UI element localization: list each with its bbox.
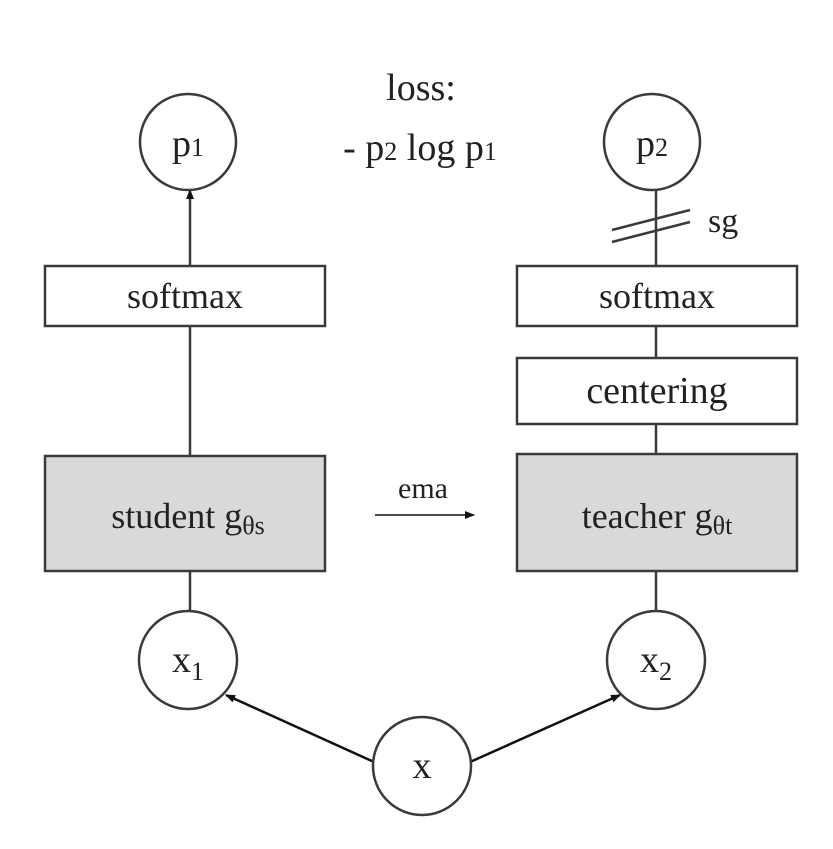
- student-softmax-box: [43, 264, 327, 328]
- teacher-input-base: x: [640, 639, 659, 681]
- student-input-sub: 1: [191, 657, 204, 686]
- teacher-input-label: x2: [640, 639, 672, 686]
- teacher-network-label: teacher gθt: [582, 496, 733, 540]
- loss-formula-mid: log p: [397, 127, 484, 169]
- source-input-label: x: [413, 745, 432, 787]
- teacher-output-sub: 2: [655, 133, 668, 162]
- source-to-teacher-arrow: [469, 693, 621, 764]
- loss-formula-sub1: 2: [384, 137, 397, 166]
- student-network-sub: θs: [242, 511, 265, 540]
- student-input-base: x: [172, 639, 191, 681]
- teacher-softmax-label: softmax: [599, 276, 715, 316]
- stop-gradient-mark-1: [611, 208, 691, 232]
- teacher-input-sub: 2: [659, 657, 672, 686]
- teacher-output-node: [602, 92, 702, 192]
- teacher-output-label: p2: [636, 123, 668, 165]
- source-input-node: [371, 715, 473, 817]
- student-output-label: p1: [172, 123, 204, 165]
- loss-formula-sub2: 1: [484, 137, 497, 166]
- teacher-network-sub: θt: [713, 511, 733, 540]
- teacher-input-node: [605, 609, 707, 711]
- student-input-label: x1: [172, 639, 204, 686]
- student-output-node: [138, 92, 238, 192]
- student-input-node: [137, 609, 239, 711]
- teacher-output-base: p: [636, 123, 655, 165]
- student-output-base: p: [172, 123, 191, 165]
- student-output-sub: 1: [191, 133, 204, 162]
- student-network-label: student gθs: [111, 496, 265, 540]
- student-network-box: [43, 454, 327, 573]
- loss-title: loss:: [386, 67, 456, 109]
- source-to-student-arrow: [225, 693, 375, 764]
- stop-gradient-mark-2: [611, 220, 691, 244]
- teacher-network-text: teacher g: [582, 496, 713, 536]
- stop-gradient-label: sg: [708, 203, 738, 240]
- teacher-network-box: [515, 452, 799, 573]
- teacher-centering-box: [515, 356, 799, 426]
- teacher-centering-label: centering: [586, 370, 727, 412]
- student-softmax-label: softmax: [127, 276, 243, 316]
- ema-label: ema: [398, 472, 448, 505]
- student-network-text: student g: [111, 496, 242, 536]
- loss-formula-prefix: - p: [343, 127, 384, 169]
- teacher-softmax-box: [515, 264, 799, 328]
- loss-formula: - p2 log p1: [343, 127, 497, 169]
